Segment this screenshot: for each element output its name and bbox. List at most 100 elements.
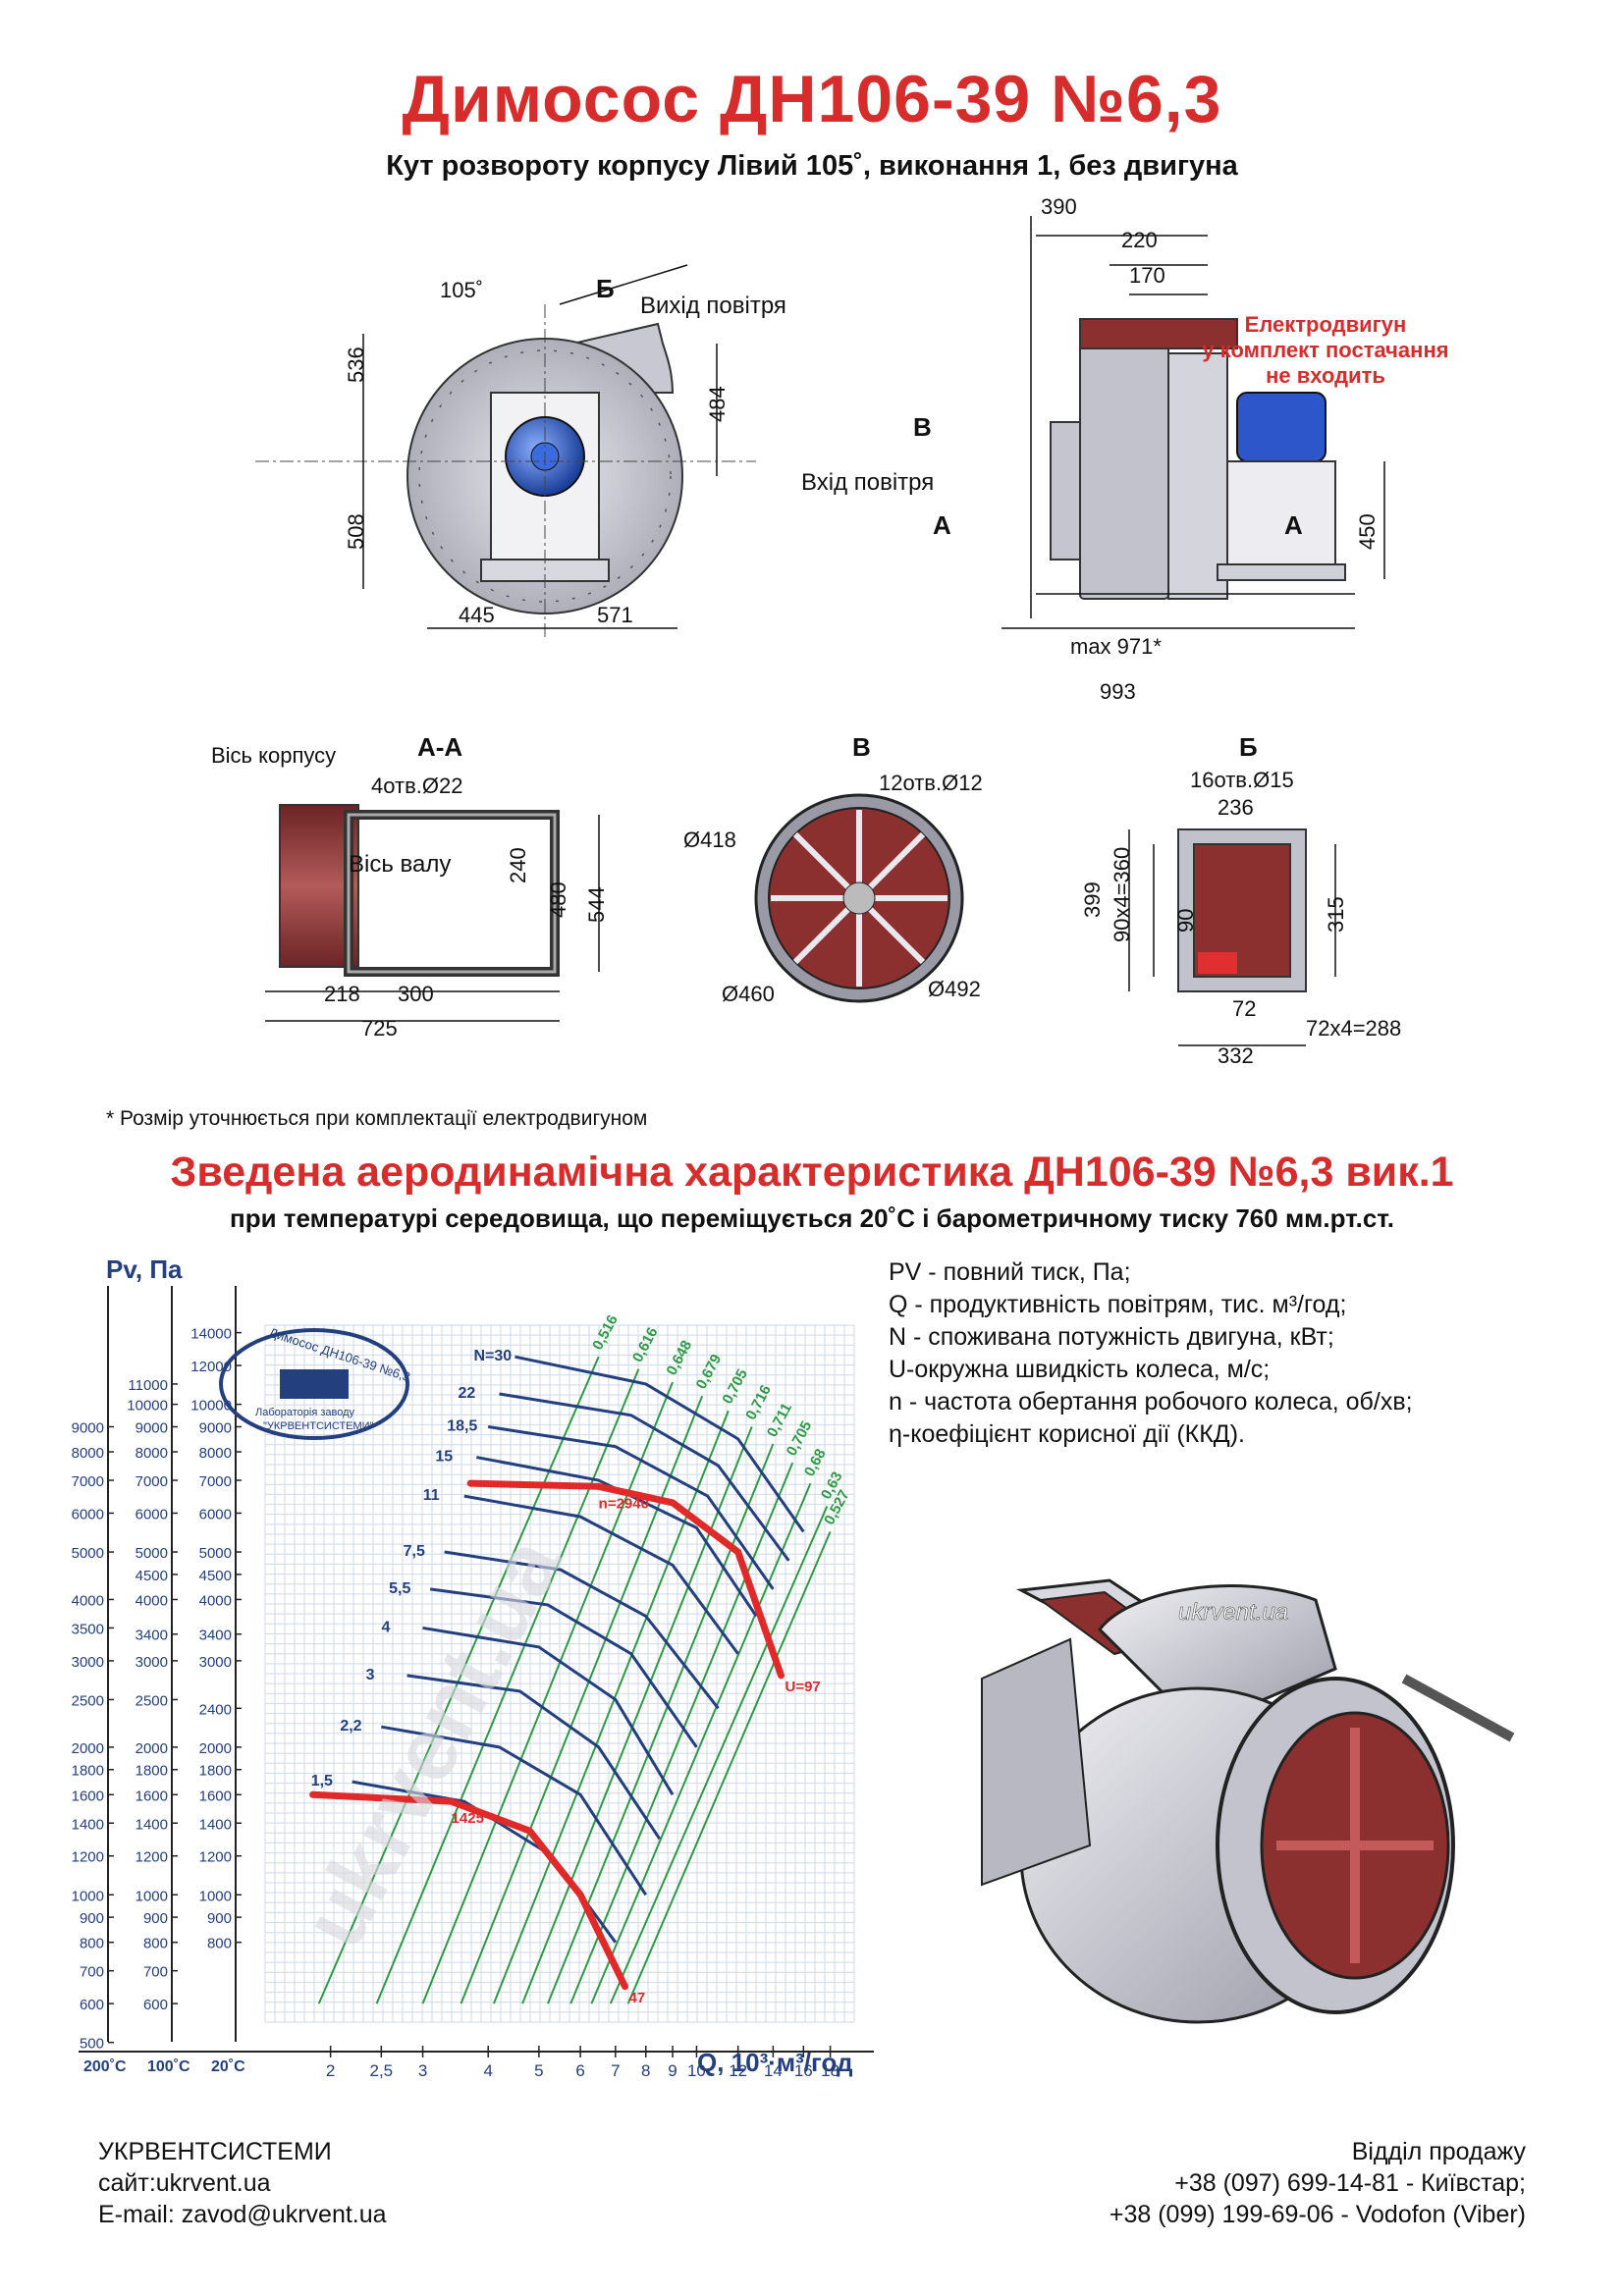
y-tick-label: 4000 (135, 1592, 168, 1609)
phone-kyivstar[interactable]: +38 (097) 699-14-81 - Київстар; (1174, 2169, 1526, 2197)
motor-note-line-1: Електродвигун (1244, 312, 1407, 337)
dim-544: 544 (584, 886, 609, 923)
y-tick-label: 6000 (72, 1506, 104, 1522)
y-tick-label: 1000 (72, 1888, 104, 1904)
efficiency-label: 0,679 (693, 1352, 726, 1392)
y-tick-label: 1200 (199, 1849, 232, 1866)
x-tick-label: 10 (687, 2061, 706, 2080)
y-tick-label: 3400 (199, 1628, 232, 1644)
y-tick-label: 5000 (72, 1545, 104, 1562)
y-tick-label: 1800 (72, 1763, 104, 1780)
efficiency-line (492, 1410, 730, 2004)
y-tick-label: 6000 (135, 1506, 168, 1522)
efficiency-label: 0,711 (764, 1401, 795, 1440)
dim-72x4: 72х4=288 (1306, 1016, 1402, 1041)
efficiency-label: 0,516 (589, 1312, 622, 1353)
angle-label: 105˚ (440, 278, 484, 302)
chart-subheading: при температурі середовища, що переміщує… (230, 1203, 1394, 1233)
dim-90: 90 (1173, 908, 1198, 933)
power-curve (499, 1392, 790, 1562)
power-curve-label: 5,5 (389, 1580, 410, 1597)
y-tick-label: 1800 (199, 1763, 232, 1780)
x-tick-label: 5 (534, 2061, 543, 2080)
y-tick-label: 12000 (190, 1359, 232, 1375)
y-tick-label: 900 (143, 1910, 168, 1927)
x-tick-label: 2 (326, 2061, 335, 2080)
efficiency-line (590, 1482, 812, 2004)
y-tick-label: 9000 (135, 1419, 168, 1436)
power-curve-label: 2,2 (340, 1718, 361, 1735)
y-tick-label: 600 (80, 1997, 104, 2013)
power-curve (429, 1587, 698, 1748)
y-tick-label: 500 (80, 2036, 104, 2053)
section-b-marker: Б (596, 274, 615, 303)
temperature-column-label: 100˚С (147, 2058, 190, 2075)
footer-right: Відділ продажу +38 (097) 699-14-81 - Киї… (1110, 2136, 1526, 2230)
y-tick-label: 9000 (199, 1419, 232, 1436)
y-tick-label: 1000 (199, 1888, 232, 1904)
speed-curve-end-label: 47 (629, 1990, 646, 2006)
y-tick-label: 7000 (135, 1473, 168, 1490)
legend-n: N - споживана потужність двигуна, кВт; (889, 1323, 1334, 1351)
efficiency-line (375, 1368, 640, 2004)
company-name: УКРВЕНТСИСТЕМИ (98, 2138, 332, 2165)
efficiency-line (421, 1381, 674, 2004)
stamp-line-3: "УКРВЕНТСИСТЕМИ" (263, 1420, 374, 1432)
y-tick-label: 600 (143, 1997, 168, 2013)
power-curve (381, 1725, 648, 1896)
air-in-label: Вхід повітря (801, 469, 935, 496)
y-tick-label: 800 (80, 1936, 104, 1952)
dim-236: 236 (1218, 795, 1254, 820)
power-curve (514, 1355, 805, 1533)
section-aa-drawing (265, 804, 600, 1022)
y-tick-label: 4000 (72, 1592, 104, 1609)
aero-chart: 9000800070006000500040003500300025002000… (72, 1255, 874, 2080)
y-tick-label: 3000 (199, 1654, 232, 1671)
company-site[interactable]: сайт:ukrvent.ua (98, 2169, 271, 2197)
footer-left: УКРВЕНТСИСТЕМИ сайт:ukrvent.ua E-mail: z… (98, 2136, 387, 2230)
speed-curve-end-label: U=97 (785, 1679, 821, 1695)
axis-body-label: Вісь корпусу (211, 743, 337, 768)
section-aa-title: А-А (417, 732, 463, 762)
y-tick-label: 2000 (199, 1740, 232, 1757)
d492-label: Ø492 (928, 977, 981, 1001)
y-tick-label: 4500 (199, 1568, 232, 1584)
dim-725: 725 (361, 1016, 398, 1041)
section-v-marker: В (913, 412, 932, 442)
y-tick-label: 5000 (135, 1545, 168, 1562)
company-email[interactable]: E-mail: zavod@ukrvent.ua (98, 2201, 387, 2228)
y-tick-label: 8000 (199, 1445, 232, 1462)
legend-rpm: n - частота обертання робочого колеса, о… (889, 1388, 1413, 1415)
power-curve-label: 1,5 (311, 1773, 333, 1789)
y-tick-label: 4000 (199, 1592, 232, 1609)
y-tick-label: 4500 (135, 1568, 168, 1584)
power-curve-label: 3 (366, 1667, 375, 1683)
efficiency-line (569, 1462, 794, 2004)
x-tick-label: 9 (668, 2061, 677, 2080)
legend-pv: PV - повний тиск, Па; (889, 1258, 1131, 1286)
section-b-title: Б (1239, 732, 1258, 762)
dim-300: 300 (398, 982, 434, 1006)
legend-u: U-окружна швидкість колеса, м/с; (889, 1356, 1271, 1383)
y-tick-label: 2000 (72, 1740, 104, 1757)
y-tick-label: 800 (143, 1936, 168, 1952)
y-tick-label: 3400 (135, 1628, 168, 1644)
y-tick-label: 700 (80, 1964, 104, 1981)
y-tick-label: 1400 (135, 1816, 168, 1833)
b-holes-label: 16отв.Ø15 (1190, 768, 1294, 792)
motor-note-line-3: не входить (1266, 363, 1385, 388)
motor-note: Електродвигун у комплект постачання не в… (1198, 312, 1453, 389)
power-curve-label: N=30 (473, 1348, 512, 1364)
dim-993: 993 (1100, 679, 1136, 704)
chart-ylabel: Pv, Па (106, 1255, 183, 1284)
x-tick-label: 6 (575, 2061, 584, 2080)
power-curve (463, 1494, 739, 1655)
speed-curve-label: n=2940 (599, 1495, 649, 1512)
dim-480: 480 (546, 881, 570, 918)
y-tick-label: 3000 (135, 1654, 168, 1671)
power-curve (406, 1674, 662, 1841)
phone-vodafone[interactable]: +38 (099) 199-69-06 - Vodofon (Viber) (1109, 2201, 1526, 2228)
dim-450: 450 (1355, 513, 1380, 550)
dim-315: 315 (1324, 896, 1348, 933)
